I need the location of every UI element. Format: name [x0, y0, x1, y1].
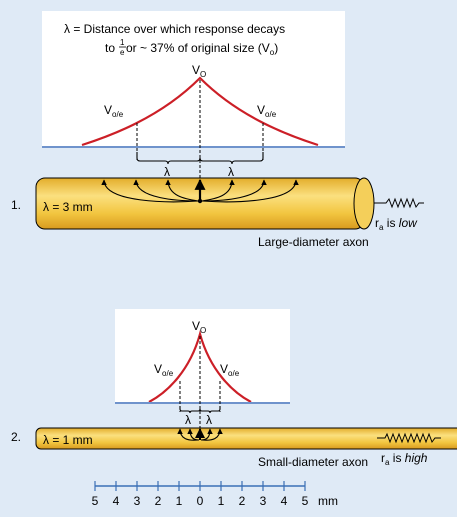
graph-panel-2 — [115, 309, 290, 404]
resistor-icon-1 — [374, 197, 424, 209]
decay-curve-1 — [81, 76, 319, 147]
panel-number-1: 1. — [11, 198, 21, 212]
scale-tick-label: 2 — [239, 494, 246, 508]
axon-small — [35, 427, 457, 450]
definition-line-2: to — [105, 41, 115, 55]
ra-label-1: ra is low — [375, 216, 418, 232]
axon-label-2: Small-diameter axon — [258, 455, 368, 469]
lambda-brace-right-1 — [199, 152, 264, 165]
lambda-label-left-2: λ — [185, 413, 191, 427]
lambda-label-right-2: λ — [206, 413, 212, 427]
vo-e-label-right-1: Vo/e — [257, 103, 277, 119]
scale-tick-label: 4 — [281, 494, 288, 508]
lambda-value-2: λ = 1 mm — [43, 433, 93, 447]
scale-tick-label: 5 — [92, 494, 99, 508]
scale-tick-label: 5 — [302, 494, 309, 508]
scale-tick-label: 3 — [260, 494, 267, 508]
definition-panel — [42, 11, 345, 147]
stimulus-point-1 — [197, 198, 203, 204]
scale-tick-label: 4 — [113, 494, 120, 508]
v0-label-1: VO — [192, 63, 206, 79]
scale-unit: mm — [318, 494, 338, 508]
vo-e-label-right-2: Vo/e — [220, 362, 240, 378]
scale-tick-label: 1 — [218, 494, 225, 508]
lambda-label-right-1: λ — [228, 165, 234, 179]
lambda-brace-right-2 — [199, 406, 221, 414]
ra-label-2: ra is high — [381, 451, 428, 467]
scale-tick-label: 2 — [155, 494, 162, 508]
definition-line-2-rest: or ~ 37% of original size (Vo) — [126, 41, 278, 57]
current-spread-arrows-1 — [101, 178, 299, 203]
axon-large — [35, 177, 375, 230]
fraction-numerator: 1 — [120, 38, 125, 47]
lambda-brace-left-2 — [179, 406, 201, 414]
scale-tick-label: 0 — [197, 494, 204, 508]
definition-line-1: λ = Distance over which response decays — [64, 22, 285, 36]
vo-e-label-left-1: Vo/e — [104, 103, 124, 119]
v0-label-2: VO — [192, 319, 206, 335]
scale-tick-label: 1 — [176, 494, 183, 508]
lambda-label-left-1: λ — [164, 165, 170, 179]
lambda-value-1: λ = 3 mm — [43, 200, 93, 214]
lambda-brace-left-1 — [136, 152, 201, 165]
current-spread-arrows-2 — [177, 428, 223, 441]
scale-tick-label: 3 — [134, 494, 141, 508]
axon-label-1: Large-diameter axon — [258, 235, 369, 249]
panel-number-2: 2. — [11, 430, 21, 444]
resistor-icon-2 — [377, 432, 441, 444]
decay-curve-2 — [148, 329, 252, 403]
fraction-denominator: e — [120, 48, 125, 57]
vo-e-label-left-2: Vo/e — [154, 362, 174, 378]
